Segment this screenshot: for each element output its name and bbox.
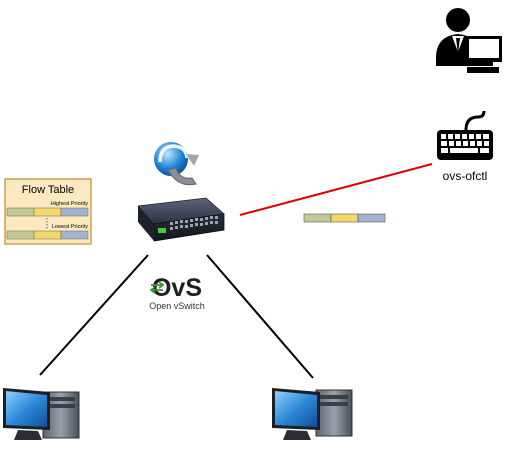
- lowest-priority-label: Lowest Priority: [52, 224, 88, 230]
- keyboard-icon: [437, 110, 493, 160]
- flow-entry-segment: [60, 207, 89, 217]
- ovs-arrows-icon: [149, 281, 165, 294]
- highest-priority-label: Highest Priority: [51, 201, 89, 207]
- packet-segment: [357, 213, 386, 223]
- flow-packet: [303, 213, 386, 223]
- flow-entry-segment: [6, 230, 35, 240]
- admin-user-icon: [436, 8, 502, 73]
- packet-segment: [303, 213, 332, 223]
- ovs-logo-caption: Open vSwitch: [149, 301, 205, 311]
- flow-entry-segment: [33, 207, 62, 217]
- data-link-right: [206, 254, 314, 379]
- flow-table-title: Flow Table: [22, 184, 74, 196]
- flow-entry-segment: [60, 230, 89, 240]
- control-link: [239, 163, 433, 216]
- data-link-left: [39, 254, 149, 376]
- flow-entry-segment: [6, 207, 35, 217]
- flow-entry-segment: [33, 230, 62, 240]
- switch-icon: [137, 197, 225, 242]
- flow-table: Flow Table Highest Priority Lowest Prior…: [4, 178, 92, 245]
- packet-segment: [330, 213, 359, 223]
- ovs-logo: OvS Open vSwitch: [149, 274, 205, 311]
- host-computer-right: [272, 388, 353, 440]
- host-computer-left: [3, 388, 80, 440]
- controller-icon: [154, 142, 199, 186]
- ovs-ofctl-label: ovs-ofctl: [443, 169, 488, 183]
